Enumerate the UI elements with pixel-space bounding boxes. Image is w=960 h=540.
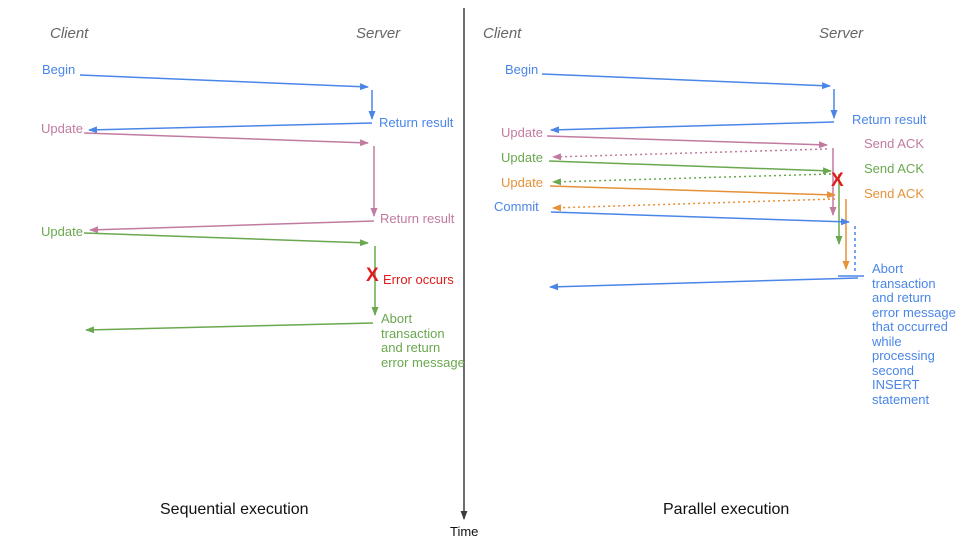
seq-abort-text: Abort transaction and return error messa…	[381, 311, 465, 370]
par-update3-ack-label: Send ACK	[864, 186, 924, 201]
par-update3-request-arrow	[549, 185, 836, 199]
seq-update1-return-arrow	[89, 220, 375, 234]
seq-update1-label: Update	[41, 121, 83, 136]
par-commit-request-arrow	[550, 211, 850, 226]
par-abort-return-arrow	[549, 277, 859, 291]
seq-begin-return-label: Return result	[379, 115, 454, 130]
left-client-header: Client	[50, 25, 89, 42]
time-axis-label: Time	[450, 524, 479, 539]
par-begin-label: Begin	[505, 62, 539, 77]
seq-begin-request-arrow	[79, 74, 369, 91]
par-commit-label: Commit	[494, 199, 539, 214]
seq-update2-label: Update	[41, 224, 83, 239]
par-update1-ack-arrow	[552, 148, 828, 161]
seq-error-x-icon: X	[366, 265, 379, 286]
par-begin-return-arrow	[550, 121, 835, 134]
par-update1-request-arrow	[546, 135, 828, 149]
par-error-x-icon: X	[831, 170, 844, 191]
right-server-header: Server	[819, 25, 864, 42]
seq-update1-return-label: Return result	[380, 211, 455, 226]
par-update2-ack-label: Send ACK	[864, 161, 924, 176]
par-abort-text: Abort transaction and return error messa…	[872, 261, 956, 407]
seq-caption: Sequential execution	[160, 501, 309, 518]
seq-update1-request-arrow	[83, 132, 369, 147]
par-begin-return-label: Return result	[852, 112, 927, 127]
seq-begin-label: Begin	[42, 62, 76, 77]
par-update3-ack-arrow	[552, 198, 836, 212]
seq-error-label: Error occurs	[383, 272, 454, 287]
par-update2-label: Update	[501, 150, 543, 165]
par-update2-ack-arrow	[552, 173, 832, 186]
left-server-header: Server	[356, 25, 401, 42]
seq-update2-return-arrow	[85, 322, 374, 334]
par-update1-label: Update	[501, 125, 543, 140]
par-caption: Parallel execution	[663, 501, 790, 518]
par-update2-request-arrow	[548, 160, 832, 175]
seq-update2-request-arrow	[83, 232, 369, 247]
par-begin-request-arrow	[541, 73, 831, 90]
par-update1-ack-label: Send ACK	[864, 136, 924, 151]
par-update3-label: Update	[501, 175, 543, 190]
right-client-header: Client	[483, 25, 522, 42]
seq-begin-return-arrow	[88, 122, 373, 134]
